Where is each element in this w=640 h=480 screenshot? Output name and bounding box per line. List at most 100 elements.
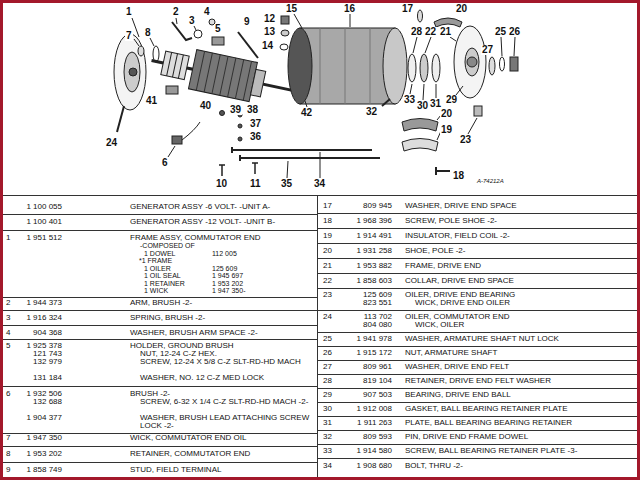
brush-lead (182, 122, 200, 140)
callout-number: 35 (280, 179, 293, 189)
table-rules (3, 196, 637, 478)
pole-shoe-screw (436, 167, 450, 175)
leader-line (514, 37, 515, 56)
part-description: SCREW, POLE SHOE -2- (405, 217, 497, 225)
terminal-washer (281, 30, 289, 36)
item-number: 3 (6, 314, 10, 322)
part-number: 131 184 (8, 374, 62, 382)
callout-number: 12 (263, 14, 276, 24)
frame-shading (320, 28, 370, 104)
part-number: 1 912 008 (332, 405, 392, 413)
callout-number: 26 (508, 27, 521, 37)
drive-end-recess (465, 48, 479, 76)
thru-bolt (232, 147, 372, 153)
part-description: GASKET, BALL BEARING RETAINER PLATE (405, 405, 568, 413)
screw (238, 124, 242, 128)
callout-number: 25 (494, 27, 507, 37)
dowel-pin (382, 99, 390, 106)
item-number: 30 (316, 405, 332, 413)
part-description: WASHER, NO. 12 C-Z MED LOCK (140, 374, 264, 382)
item-number: 25 (316, 335, 332, 343)
pole-shoe (434, 18, 462, 27)
item-number: 19 (316, 232, 332, 240)
part-description: GENERATOR ASSY -12 VOLT- -UNIT B- (130, 218, 275, 226)
part-description: HOLDER, GROUND BRUSH (130, 342, 234, 350)
part-description: NUT, 12-24 C-Z HEX. (140, 350, 217, 358)
part-number: 1 914 491 (332, 232, 392, 240)
part-number: 804 080 (332, 321, 392, 329)
part-description: WICK, COMMUTATOR END OIL (130, 434, 246, 442)
part-number: 809 945 (332, 202, 392, 210)
item-number: 4 (6, 329, 10, 337)
part-description: RETAINER, COMMUTATOR END (130, 450, 250, 458)
callout-number: 33 (403, 95, 416, 105)
leader-line (456, 86, 463, 95)
part-description: STUD, FIELD TERMINAL (130, 466, 221, 474)
part-number: 1 100 401 (8, 218, 62, 226)
item-number: 32 (316, 433, 332, 441)
screw (252, 163, 258, 174)
callout-number: 37 (249, 119, 262, 129)
part-description: FRAME ASSY, COMMUTATOR END (130, 234, 261, 242)
leader-line (305, 101, 307, 107)
frame-end (383, 28, 407, 104)
item-number: 34 (316, 462, 332, 470)
callout-number: 19 (440, 125, 453, 135)
callout-number: 22 (424, 27, 437, 37)
callout-number: 40 (199, 101, 212, 111)
item-number: 22 (316, 277, 332, 285)
pole-shoe (402, 119, 438, 132)
part-description: WASHER, DRIVE END SPACE (405, 202, 517, 210)
part-description: SPRING, BRUSH -2- (130, 314, 205, 322)
leader-line (168, 146, 175, 157)
leader-line (410, 84, 412, 94)
part-number: 823 551 (332, 299, 392, 307)
callout-number: 30 (416, 101, 429, 111)
part-description: BOLT, THRU -2- (405, 462, 463, 470)
callout-number: 21 (439, 27, 452, 37)
armature-end (251, 69, 266, 97)
shaft-nut (510, 57, 518, 71)
drive-end-oiler (474, 106, 482, 116)
commutator (161, 51, 189, 79)
field-coil-insulator (402, 139, 438, 152)
part-number: 819 104 (332, 377, 392, 385)
part-description: NUT, ARMATURE SHAFT (405, 349, 497, 357)
screw (219, 165, 225, 176)
part-number: 809 593 (332, 433, 392, 441)
ground-brush-holder (212, 37, 224, 45)
item-number: 5 (6, 342, 10, 350)
part-description: OILER, DRIVE END BEARING (405, 291, 515, 299)
part-number: 907 503 (332, 391, 392, 399)
assembly-component: 112 005 (212, 250, 237, 258)
leader-line (425, 37, 431, 53)
callout-number: 17 (401, 4, 414, 14)
screw (238, 137, 242, 141)
thru-bolt (240, 155, 380, 161)
part-description: WASHER, BRUSH LEAD ATTACHING SCREW LOCK … (140, 414, 312, 430)
callout-number: 6 (161, 158, 169, 168)
item-number: 7 (6, 434, 10, 442)
part-description: BRUSH -2- (130, 390, 170, 398)
frame-recess (124, 52, 140, 92)
figure-code: A-74212A (477, 178, 504, 185)
assembly-component: 1 953 202 (212, 280, 243, 288)
brush-spring (194, 30, 202, 38)
part-number: 1 953 882 (332, 262, 392, 270)
table-rule (3, 215, 317, 463)
terminal-nut (281, 16, 289, 24)
part-description: SHOE, POLE -2- (405, 247, 465, 255)
callout-number: 28 (410, 27, 423, 37)
callout-number: 10 (215, 179, 228, 189)
part-number: 1 914 580 (332, 447, 392, 455)
part-description: SCREW, 6-32 X 1/4 C-Z SLT-RD-HD MACH -2- (140, 398, 312, 406)
part-number: 1 968 396 (332, 217, 392, 225)
callout-number: 36 (249, 132, 262, 142)
table-rule (318, 214, 637, 459)
callout-number: 14 (261, 41, 274, 51)
brush (172, 136, 182, 144)
part-number: 1 100 055 (8, 203, 62, 211)
armature (147, 41, 302, 111)
item-number: 6 (6, 390, 10, 398)
item-number: 20 (316, 247, 332, 255)
